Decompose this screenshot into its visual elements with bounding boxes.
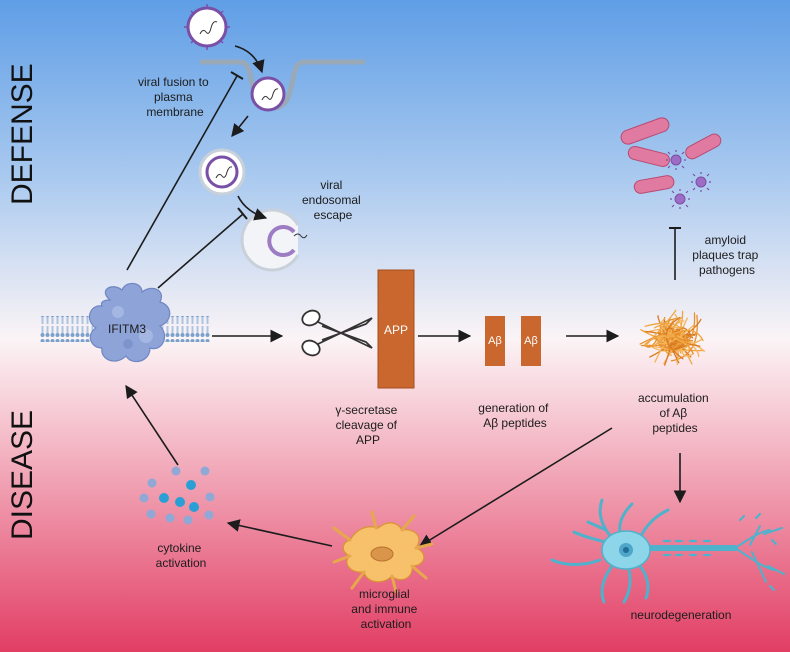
cytokine-to-ifitm3-arrow <box>125 384 179 466</box>
ifitm3-protein-icon <box>88 282 171 363</box>
generation-label: generation of Aβ peptides <box>478 401 551 430</box>
app-protein <box>377 269 415 389</box>
gamma-secretase-label: γ-secretase cleavage of APP <box>335 403 400 447</box>
abeta-label-1: Aβ <box>488 335 502 347</box>
inhibit-fusion-bar <box>230 71 244 80</box>
amyloid-fibril <box>665 329 679 341</box>
neuron-soma <box>601 530 651 570</box>
virus-in-membrane-icon <box>250 76 286 112</box>
bacteria-icon <box>620 117 722 194</box>
neuron-icon <box>550 498 785 604</box>
escape-arrow <box>237 195 268 221</box>
amyloid-fibril <box>644 322 687 340</box>
amyloid-fibril <box>673 343 688 350</box>
accumulation-label: accumulation of Aβ peptides <box>638 391 712 435</box>
microglia-icon <box>332 510 434 594</box>
abeta-fragment-1 <box>485 316 505 366</box>
neurodegeneration-label: neurodegeneration <box>631 608 732 622</box>
defense-label: DEFENSE <box>6 63 39 205</box>
abeta-fragment-2 <box>521 316 541 366</box>
endosome-virus-icon <box>198 148 246 196</box>
amyloid-fibril <box>649 318 702 358</box>
amyloid-fibril <box>672 327 694 342</box>
endosomal-escape-icon <box>240 208 308 272</box>
microglia-to-cytokine-arrow <box>226 519 333 547</box>
virus-icon <box>184 4 230 50</box>
inhibit-escape-line <box>157 213 244 289</box>
disease-label: DISEASE <box>6 410 39 540</box>
microglial-label: microglial and immune activation <box>351 587 420 631</box>
cytokine-cluster-icon <box>139 466 215 525</box>
amyloid-plaque-icon <box>639 309 705 366</box>
virus-entry-arrow <box>234 45 265 74</box>
amyloid-fibril <box>657 335 676 344</box>
amyloid-fibril <box>651 329 704 348</box>
endocytosis-arrow <box>231 115 249 137</box>
inhibit-escape-bar <box>237 207 248 220</box>
plaque-to-microglia-arrow <box>418 427 613 547</box>
inhibit-fusion-line <box>126 75 238 271</box>
abeta-label-2: Aβ <box>524 335 538 347</box>
scissors-icon <box>301 309 373 357</box>
app-label: APP <box>384 323 408 337</box>
viral-escape-label: viral endosomal escape <box>302 178 364 222</box>
pathogen-virus-icon <box>666 150 711 209</box>
ifitm3-label: IFITM3 <box>108 322 146 336</box>
amyloid-label: amyloid plaques trap pathogens <box>692 233 761 277</box>
cytokine-label: cytokine activation <box>156 541 207 570</box>
amyloid-fibril <box>644 334 690 348</box>
viral-fusion-label: viral fusion to plasma membrane <box>138 75 212 119</box>
